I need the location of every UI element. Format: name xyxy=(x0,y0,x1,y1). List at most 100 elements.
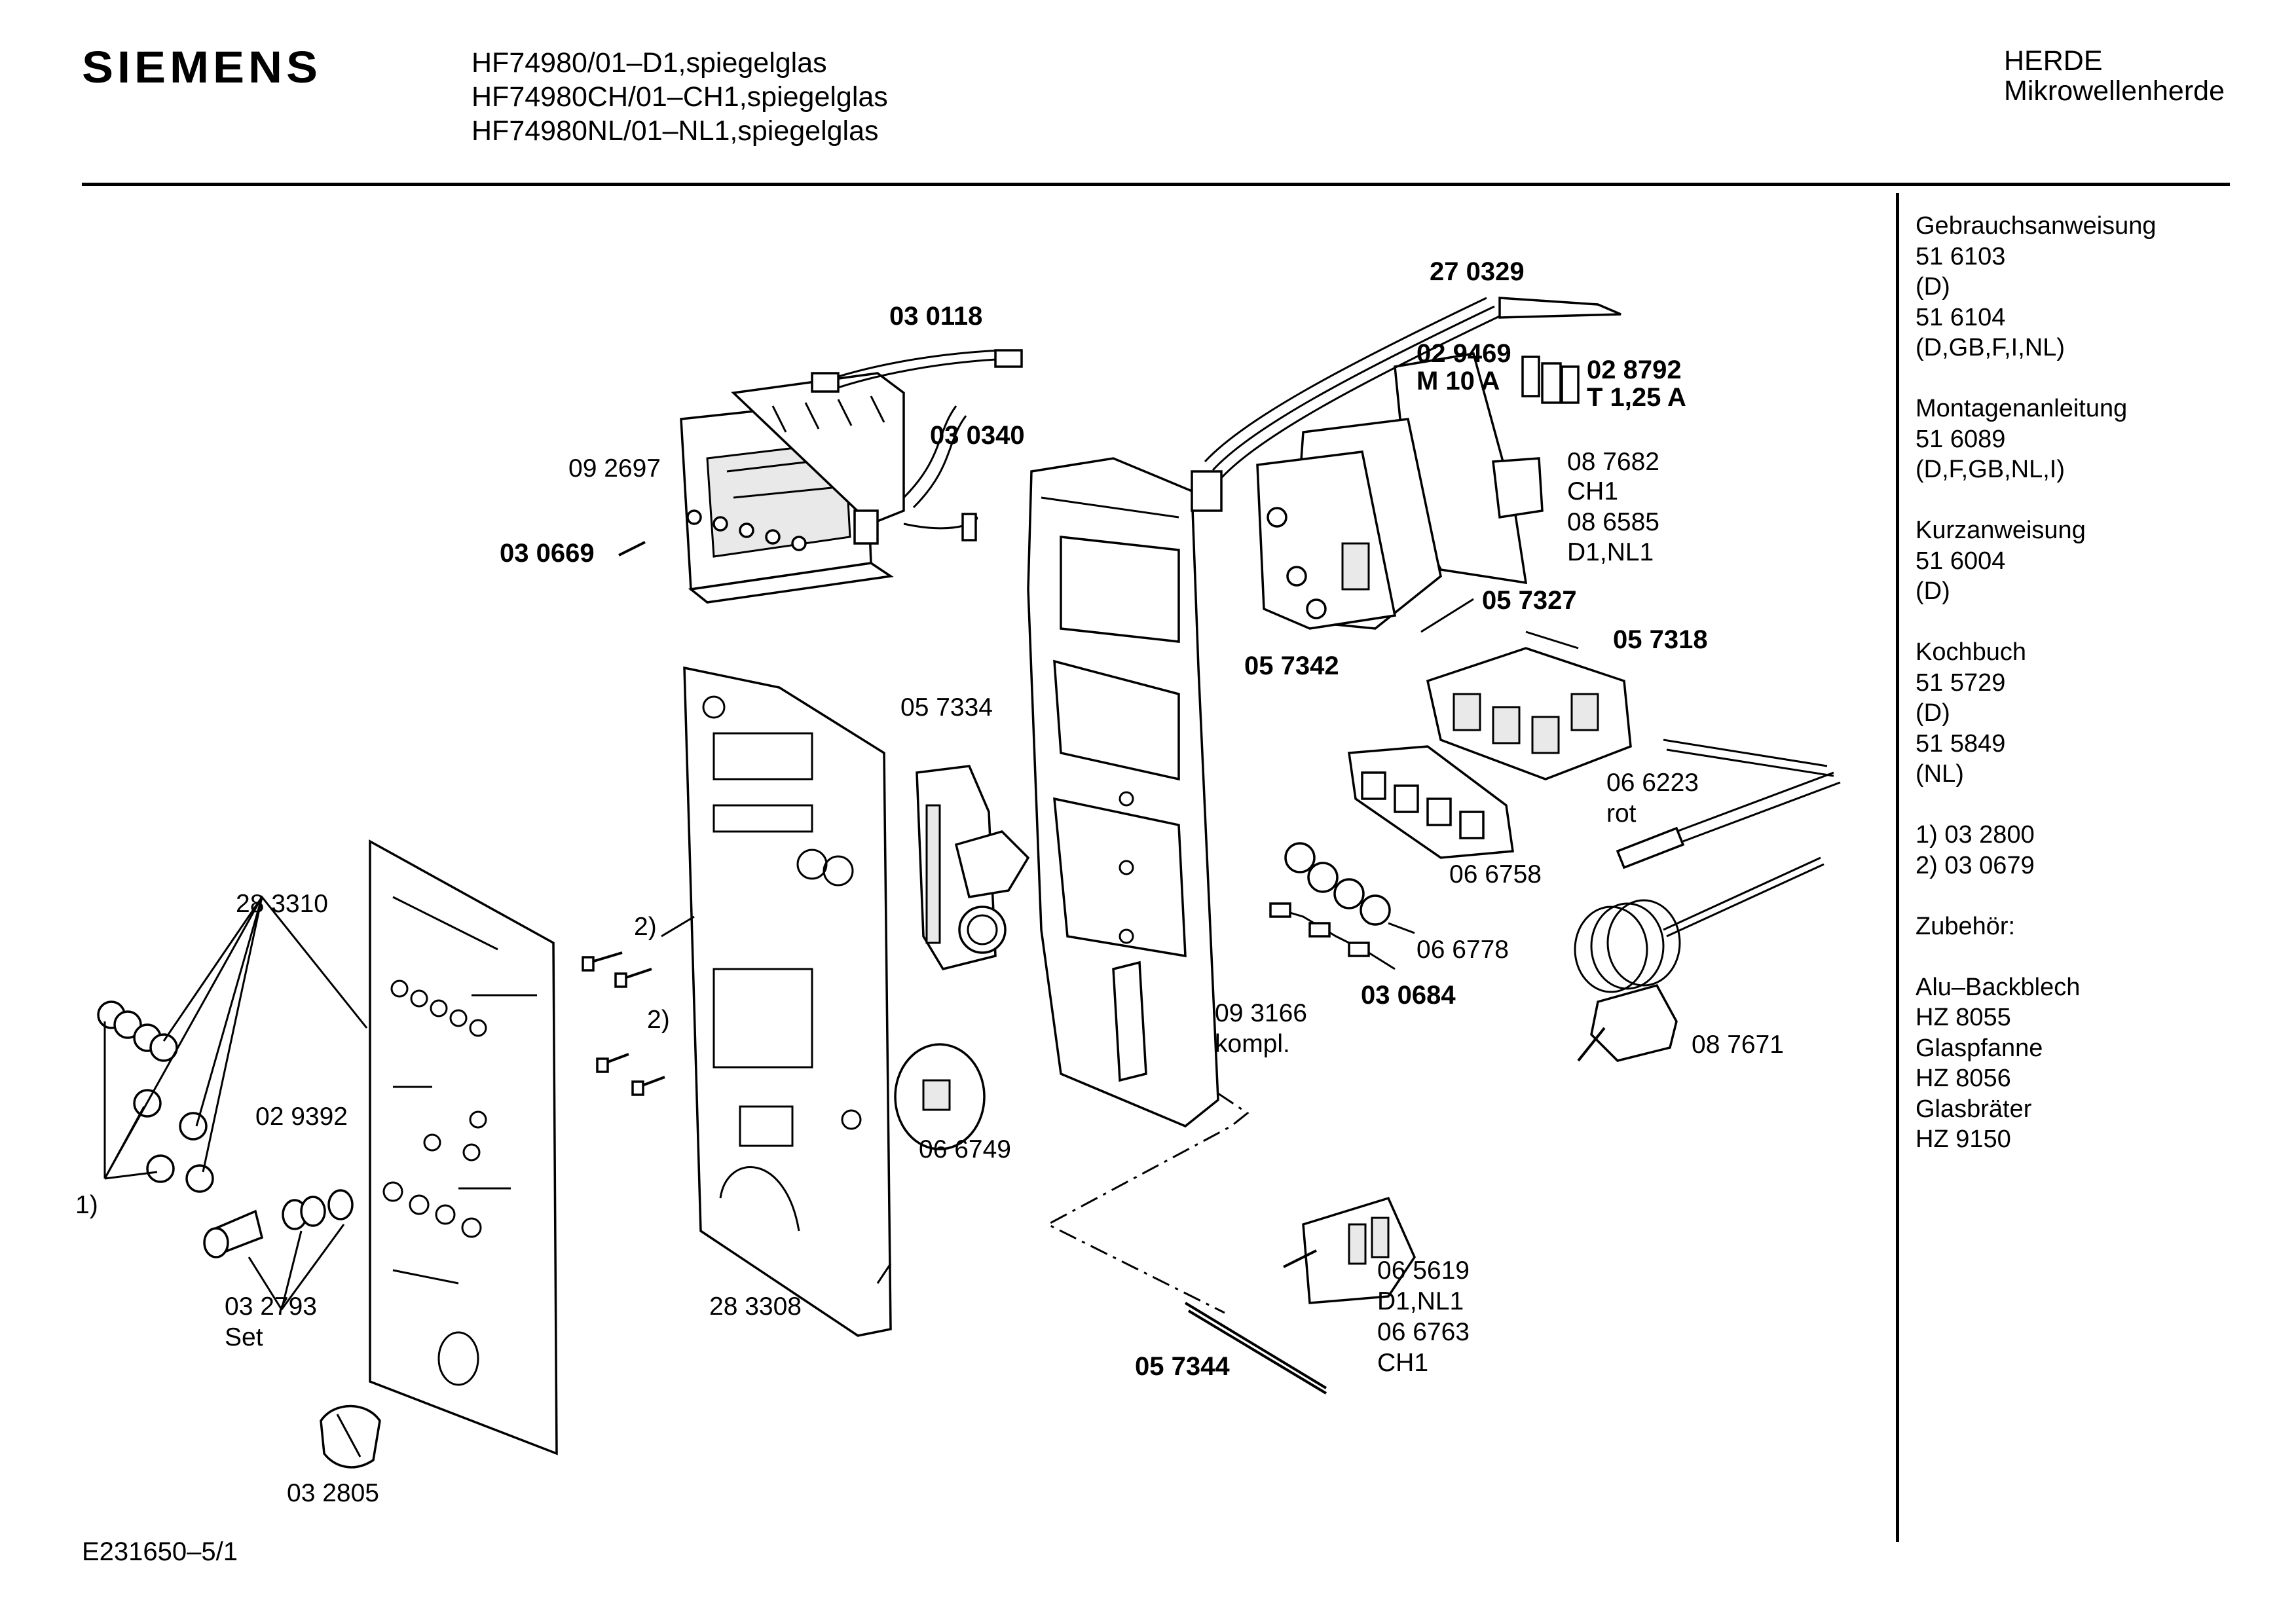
label-086585-variant: D1,NL1 xyxy=(1567,538,1654,566)
label-030684: 03 0684 xyxy=(1361,981,1456,1010)
label-283310: 28 3310 xyxy=(236,890,328,918)
label-092697: 09 2697 xyxy=(568,454,661,483)
sidebar-group-accessories: Alu–Backblech HZ 8055 Glaspfanne HZ 8056… xyxy=(1916,972,2157,1155)
category-block: HERDE Mikrowellenherde xyxy=(2004,46,2225,106)
label-057334: 05 7334 xyxy=(900,693,993,722)
sidebar-line: 2) 03 0679 xyxy=(1916,851,2035,879)
category-subtitle: Mikrowellenherde xyxy=(2004,75,2225,107)
label-028792: 02 8792 xyxy=(1587,356,1682,384)
sidebar-line: (NL) xyxy=(1916,760,1964,788)
label-032793-variant: Set xyxy=(225,1323,263,1351)
category-title: HERDE xyxy=(2004,45,2103,77)
sidebar-group-footnotes: 1) 03 2800 2) 03 0679 xyxy=(1916,820,2157,881)
sidebar-group-manual: Gebrauchsanweisung 51 6103 (D) 51 6104 (… xyxy=(1916,211,2157,363)
label-066223-variant: rot xyxy=(1606,799,1637,828)
document-id: E231650–5/1 xyxy=(82,1537,238,1566)
label-066223: 06 6223 xyxy=(1606,769,1699,797)
label-029392: 02 9392 xyxy=(255,1103,348,1131)
sidebar-line: (D) xyxy=(1916,273,1950,301)
label-066749: 06 6749 xyxy=(919,1135,1011,1163)
knobs-drawing xyxy=(1269,842,1396,970)
label-065619-variant: D1,NL1 xyxy=(1377,1287,1464,1315)
label-087671: 08 7671 xyxy=(1692,1031,1784,1059)
sidebar-line: Gebrauchsanweisung xyxy=(1916,212,2157,240)
leader-lines xyxy=(661,598,1579,1284)
sidebar-line: HZ 9150 xyxy=(1916,1126,2011,1153)
sidebar-line: Alu–Backblech xyxy=(1916,973,2081,1001)
sidebar-line: Kochbuch xyxy=(1916,638,2027,666)
sidebar-line: HZ 8055 xyxy=(1916,1004,2011,1031)
label-057318: 05 7318 xyxy=(1613,625,1708,654)
label-066763: 06 6763 xyxy=(1377,1318,1470,1346)
label-032793: 03 2793 xyxy=(225,1292,317,1321)
label-087682-variant: CH1 xyxy=(1567,477,1618,505)
label-028792-rating: T 1,25 A xyxy=(1587,383,1686,412)
label-030118: 03 0118 xyxy=(889,302,982,331)
model-list: HF74980/01–D1,spiegelglas HF74980CH/01–C… xyxy=(472,46,888,148)
glass-panel-drawing xyxy=(369,839,558,1456)
model-line: HF74980NL/01–NL1,spiegelglas xyxy=(472,115,879,147)
label-066778: 06 6778 xyxy=(1416,936,1509,964)
display-module-drawing xyxy=(618,349,1023,604)
sidebar-line: 51 6103 xyxy=(1916,242,2006,270)
label-note2a: 2) xyxy=(634,913,657,941)
button-block-drawing xyxy=(1348,745,1514,859)
label-note1: 1) xyxy=(75,1191,98,1219)
assembly-dashed-line xyxy=(1045,1092,1250,1314)
switch-block-drawing xyxy=(1426,647,1632,780)
sidebar-line: (D,GB,F,I,NL) xyxy=(1916,334,2065,361)
sidebar-group-accessories-title: Zubehör: xyxy=(1916,911,2157,942)
sidebar-group-installation: Montagenanleitung 51 6089 (D,F,GB,NL,I) xyxy=(1916,394,2157,485)
sidebar-line: Glasbräter xyxy=(1916,1095,2032,1123)
sidebar-line: 51 5849 xyxy=(1916,729,2006,758)
label-065619: 06 5619 xyxy=(1377,1256,1470,1285)
sidebar-line: 51 6104 xyxy=(1916,303,2006,331)
brand-logo: SIEMENS xyxy=(82,43,322,92)
sidebar-group-quickguide: Kurzanweisung 51 6004 (D) xyxy=(1916,515,2157,607)
sidebar-line: (D) xyxy=(1916,699,1950,727)
label-030340: 03 0340 xyxy=(930,421,1025,450)
label-086585: 08 6585 xyxy=(1567,508,1659,536)
encoder-drawing xyxy=(894,765,1030,1150)
buttons-drawing xyxy=(97,895,368,1310)
screws-drawing xyxy=(582,951,665,1096)
sidebar-line: 1) 03 2800 xyxy=(1916,821,2035,849)
label-093166-variant: kompl. xyxy=(1215,1030,1290,1058)
label-032805: 03 2805 xyxy=(287,1479,379,1507)
sidebar-group-cookbook: Kochbuch 51 5729 (D) 51 5849 (NL) xyxy=(1916,637,2157,790)
label-066758: 06 6758 xyxy=(1449,860,1542,888)
label-029469: 02 9469 xyxy=(1416,339,1511,368)
label-note2b: 2) xyxy=(647,1006,670,1034)
label-057342: 05 7342 xyxy=(1244,651,1339,680)
sidebar-line: Montagenanleitung xyxy=(1916,395,2128,422)
sidebar-line: HZ 8056 xyxy=(1916,1065,2011,1092)
knob-drawing xyxy=(320,1404,381,1469)
label-283308: 28 3308 xyxy=(709,1292,802,1321)
label-057327: 05 7327 xyxy=(1482,586,1577,615)
sidebar-line: Kurzanweisung xyxy=(1916,517,2086,544)
sidebar-line: Glaspfanne xyxy=(1916,1034,2043,1062)
thermostat-drawing xyxy=(1574,739,1841,1062)
label-030669: 03 0669 xyxy=(500,539,595,568)
selector-drawing xyxy=(1184,1196,1416,1395)
sidebar-divider xyxy=(1896,193,1899,1542)
sidebar-line: Zubehör: xyxy=(1916,912,2016,940)
label-093166: 09 3166 xyxy=(1215,999,1307,1027)
sidebar-docs: Gebrauchsanweisung 51 6103 (D) 51 6104 (… xyxy=(1916,211,2157,1155)
label-029469-rating: M 10 A xyxy=(1416,367,1500,395)
control-board-drawing xyxy=(1191,297,1621,630)
header-divider xyxy=(82,183,2230,186)
sidebar-line: 51 6089 xyxy=(1916,425,2006,453)
label-057344: 05 7344 xyxy=(1135,1352,1230,1381)
model-line: HF74980CH/01–CH1,spiegelglas xyxy=(472,81,888,113)
sidebar-line: 51 5729 xyxy=(1916,669,2006,697)
sidebar-line: (D,F,GB,NL,I) xyxy=(1916,456,2065,483)
label-066763-variant: CH1 xyxy=(1377,1349,1428,1377)
chassis-drawing xyxy=(1027,457,1219,1128)
sidebar-line: 51 6004 xyxy=(1916,547,2006,575)
label-270329: 27 0329 xyxy=(1430,257,1525,286)
model-line: HF74980/01–D1,spiegelglas xyxy=(472,47,827,79)
front-panel-drawing xyxy=(683,666,892,1337)
sidebar-line: (D) xyxy=(1916,577,1950,605)
